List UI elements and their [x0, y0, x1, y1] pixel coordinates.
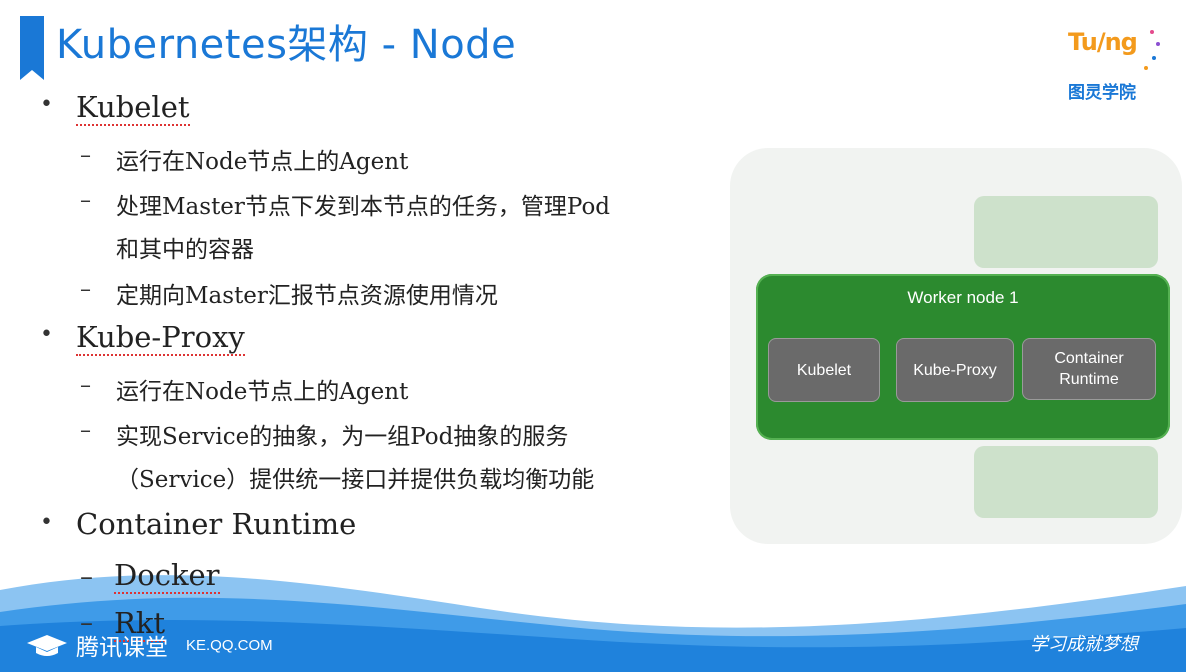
logo-dot [1144, 66, 1148, 70]
logo-subtitle: 图灵学院 [1068, 83, 1136, 103]
bullet-dot: • [40, 322, 53, 347]
footer-signature: 学习成就梦想 [1030, 634, 1138, 655]
logo-text: Tu/ng [1068, 28, 1138, 56]
bullet-kubelet: Kubelet [76, 90, 190, 126]
footer-wave [0, 575, 1186, 672]
bullet-label: Kube-Proxy [76, 320, 245, 356]
footer-url: KE.QQ.COM [186, 636, 273, 654]
sub-dash: – [80, 418, 91, 443]
worker-node-box: Worker node 1 Kubelet Kube-Proxy Contain… [756, 274, 1170, 440]
bullet-dot: • [40, 510, 53, 535]
sub-item: 运行在Node节点上的Agent [116, 149, 409, 175]
sub-dash: – [80, 188, 91, 213]
component-container-runtime: Container Runtime [1022, 338, 1156, 400]
footer-brand: 腾讯课堂 KE.QQ.COM [26, 628, 273, 662]
sub-item: 定期向Master汇报节点资源使用情况 [116, 283, 498, 309]
sub-item-docker: Docker [114, 558, 220, 594]
logo-dot [1152, 56, 1156, 60]
logo-dot [1150, 30, 1154, 34]
turing-logo: Tu/ng 图灵学院 [1062, 22, 1162, 106]
sub-item-continuation: 和其中的容器 [116, 237, 254, 263]
worker-node-label: Worker node 1 [907, 288, 1019, 307]
bullet-kube-proxy: Kube-Proxy [76, 320, 245, 356]
logo-dot [1156, 42, 1160, 46]
footer-brand-text: 腾讯课堂 [76, 635, 168, 661]
sub-item: 处理Master节点下发到本节点的任务，管理Pod [116, 194, 611, 220]
sub-dash: – [80, 373, 91, 398]
sub-dash: – [80, 608, 93, 638]
bullet-label: Kubelet [76, 90, 190, 126]
sub-item-label: Docker [114, 558, 220, 594]
ghost-node-bottom [974, 446, 1158, 518]
component-kube-proxy: Kube-Proxy [896, 338, 1014, 402]
sub-item-continuation: （Service）提供统一接口并提供负载均衡功能 [116, 467, 595, 493]
sub-dash: – [80, 277, 91, 302]
sub-item-label: Rkt [114, 606, 166, 642]
sub-item: 实现Service的抽象，为一组Pod抽象的服务 [116, 424, 569, 450]
ghost-node-top [974, 196, 1158, 268]
sub-dash: – [80, 562, 93, 592]
sub-dash: – [80, 143, 91, 168]
bullet-container-runtime: Container Runtime [76, 507, 357, 541]
wave-dark [0, 620, 1186, 672]
component-kubelet: Kubelet [768, 338, 880, 402]
sub-item: 运行在Node节点上的Agent [116, 379, 409, 405]
worker-node-diagram: Worker node 1 Kubelet Kube-Proxy Contain… [730, 148, 1182, 544]
graduation-cap-icon [27, 635, 67, 656]
sub-item-rkt: Rkt [114, 606, 166, 642]
bullet-dot: • [40, 92, 53, 117]
slide-title: Kubernetes架构 - Node [56, 22, 517, 68]
title-accent-bar [20, 16, 44, 80]
